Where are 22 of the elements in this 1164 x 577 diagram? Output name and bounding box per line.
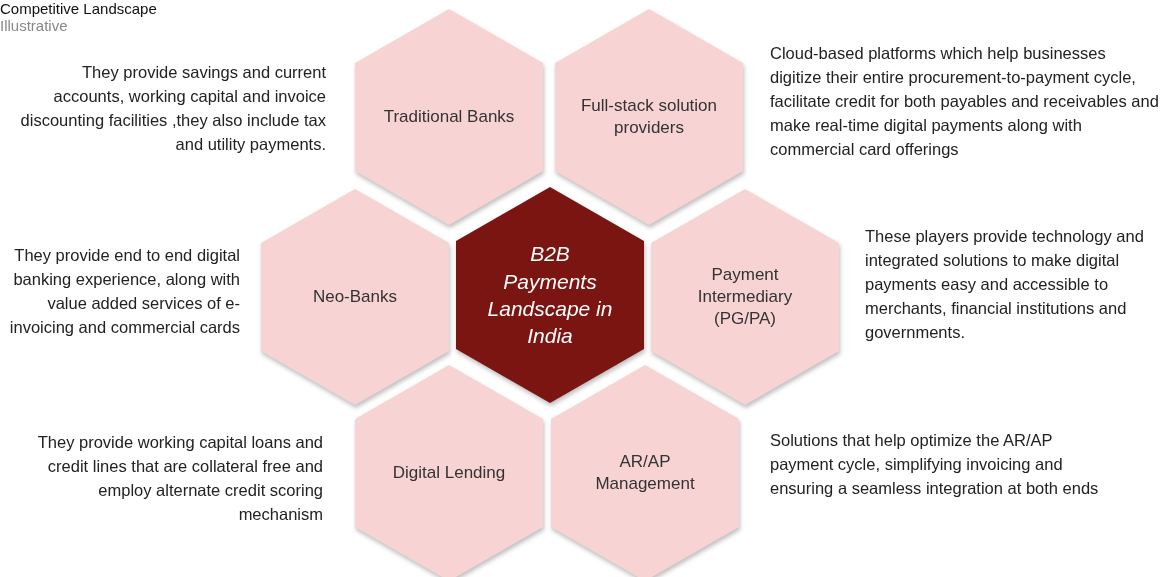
hexagon-label: AR/AP Management bbox=[594, 450, 696, 495]
description-text: They provide working capital loans and credit lines that are collateral free and employ alternate credit scoring mechanism bbox=[36, 432, 323, 525]
hexagon-tile bbox=[551, 365, 739, 577]
page-title: Competitive Landscape bbox=[0, 0, 157, 17]
description-text: Solutions that help optimize the AR/AP payment cycle, simplifying invoicing and ensuring a seamless integration at both ends bbox=[770, 430, 1100, 499]
hexagon-tile bbox=[355, 9, 543, 225]
hexagon-tile bbox=[261, 189, 449, 405]
hexagon-label: Traditional Banks bbox=[383, 105, 515, 128]
subtitle-label: Illustrative bbox=[0, 17, 68, 34]
hexagon-label: Digital Lending bbox=[392, 461, 506, 484]
description-text: They provide end to end digital banking experience, along with value added services of e-invoicing and commercial cards bbox=[8, 245, 240, 338]
description-text: Cloud-based platforms which help businesses digitize their entire procurement-to-payment cycle, facilitate credit for both payables and receivables and make real-time digital payments along with commercial card offerings bbox=[770, 43, 1160, 160]
hexagon-tile bbox=[355, 365, 543, 577]
hexagon-label: B2B Payments Landscape in India bbox=[486, 241, 614, 350]
hexagon-label: Neo-Banks bbox=[312, 285, 398, 308]
hexagon-label: Full-stack solution providers bbox=[579, 94, 719, 139]
hexagon-label: Payment Intermediary (PG/PA) bbox=[696, 263, 794, 331]
hexagon-tile bbox=[456, 187, 644, 403]
description-text: These players provide technology and integrated solutions to make digital payments easy and accessible to merchants, financial institutions and governments. bbox=[865, 226, 1145, 343]
hexagon-tile bbox=[651, 189, 839, 405]
hexagon-tile bbox=[555, 9, 743, 225]
description-text: They provide savings and current accounts, working capital and invoice discounting facilities ,they also include tax and utility payments. bbox=[20, 62, 326, 155]
